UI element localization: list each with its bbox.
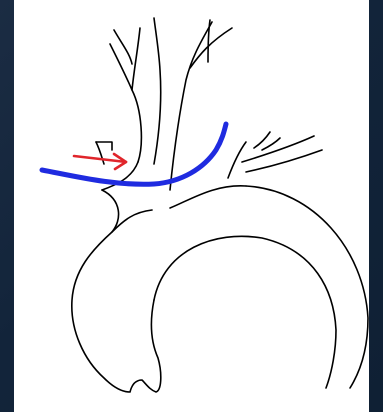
right-vessel-lower (170, 186, 246, 208)
central-vessel-branch-b (208, 20, 210, 62)
highlight-curve (42, 124, 226, 184)
central-vessel-left (154, 18, 161, 164)
left-vessel-inner (110, 44, 141, 162)
arch-outer-curve (246, 186, 368, 388)
diagram-panel (14, 0, 369, 412)
central-vessel-branch (190, 28, 232, 68)
left-vessel-small-branch-a (132, 28, 140, 90)
ascending-aorta-outline (72, 190, 161, 392)
right-vessel-branch-lower (246, 150, 322, 172)
arch-inner-curve (154, 236, 336, 388)
right-vessel-branch-upper (228, 142, 246, 178)
aortic-arch-diagram (14, 0, 369, 412)
left-top-small-branch (96, 142, 104, 164)
red-arrow (74, 154, 126, 169)
right-vessel-small-a (254, 132, 270, 148)
